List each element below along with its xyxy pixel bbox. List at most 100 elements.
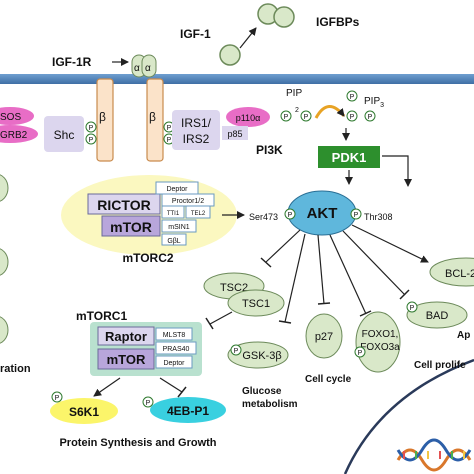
foxo-label-line1: FOXO1, (362, 329, 399, 340)
pip3-phospho-1 (346, 90, 358, 102)
irs-protein (172, 110, 220, 150)
akt-inhibits-gsk3b-bar (278, 320, 292, 324)
bad-label: BAD (426, 310, 449, 322)
beta-subunit-right (146, 78, 164, 162)
phospho-beta-2-label: P (89, 137, 94, 144)
4ebp1-phospho (142, 396, 154, 408)
phospho-beta-2 (85, 133, 97, 145)
pras40-label: PRAS40 (163, 346, 190, 353)
gsk3b-protein (227, 341, 289, 369)
tsc-inhibits-mtorc1-bar (205, 317, 214, 330)
mtorc1-mtor-protein (97, 348, 155, 370)
igfbp-circle-2 (273, 6, 295, 28)
tsc2-label: TSC2 (220, 282, 248, 294)
phospho-beta-3-label: P (167, 125, 172, 132)
bcl2-label: BCL-2 (445, 268, 474, 280)
gbl-label: GβL (167, 238, 180, 245)
mtorc1-label: mTORC1 (76, 309, 127, 323)
shc-protein (44, 116, 84, 152)
foxo-label-line2: FOXO3a (360, 342, 400, 353)
alpha-label-right: α (145, 63, 151, 74)
pip2-subscript: 2 (295, 107, 299, 114)
pras40-box (155, 341, 197, 355)
rictor-protein (87, 193, 161, 215)
igf1-binding-arrow (239, 27, 257, 49)
akt-thr308-phospho (350, 208, 362, 220)
mtorc2-mtor-label: mTOR (110, 219, 152, 235)
shc-label: Shc (54, 128, 75, 142)
raptor-protein (97, 326, 155, 346)
mlst8-label: MLST8 (163, 332, 186, 339)
p85-label: p85 (227, 129, 242, 139)
protein-synthesis-label: Protein Synthesis and Growth (59, 437, 216, 449)
dna-strand-1 (396, 448, 472, 472)
pip2-text: PIP (286, 88, 302, 99)
apoptosis-label: Ap (457, 330, 470, 341)
irs-line2: IRS2 (183, 132, 210, 146)
pip2-phospho-2-label: P (304, 114, 309, 121)
4ebp1-label: 4EB-P1 (167, 404, 209, 418)
pip2-phospho-1-label: P (284, 114, 289, 121)
phospho-beta-1 (85, 121, 97, 133)
akt-inhibits-p27-line (317, 234, 325, 305)
tel2-box (185, 205, 211, 219)
raptor-label: Raptor (105, 329, 147, 344)
akt-label: AKT (307, 205, 338, 222)
pip3-phospho-3-label: P (368, 114, 373, 121)
pdk1-label: PDK1 (332, 150, 367, 165)
akt-inhibits-bad-line (342, 230, 406, 296)
tti1-box (161, 205, 185, 219)
pip2-phospho-2 (300, 110, 312, 122)
pdk1-protein (318, 146, 380, 168)
dna-strand-2 (396, 438, 472, 462)
pdk1-to-thr308-arrow (382, 155, 412, 187)
sos-protein (0, 107, 34, 125)
mtorc1-inhibits-4ebp1-bar (177, 386, 187, 398)
msin1-label: mSIN1 (168, 224, 190, 231)
tti1-label: TTI1 (167, 211, 180, 217)
mtorc2-mtor-protein (101, 215, 161, 237)
cell-proliferation-label: Cell prolife (414, 360, 466, 371)
glucose-label-line2: metabolism (242, 399, 298, 410)
bad-phospho-label: P (410, 305, 415, 312)
mtorc1-deptor-box (155, 355, 193, 369)
cell-membrane (0, 74, 474, 84)
mtorc2-complex-bg (61, 175, 237, 255)
akt-ser473-phospho (284, 208, 296, 220)
p27-label: p27 (315, 331, 333, 343)
msin1-box (161, 219, 197, 233)
bcl2-protein (429, 257, 474, 287)
phospho-beta-4-label: P (167, 137, 172, 144)
tsc1-protein (227, 289, 285, 317)
mtorc1-mtor-label: mTOR (107, 352, 146, 367)
mlst8-box (155, 327, 193, 341)
foxo-protein (355, 311, 401, 373)
igf1-ligand (219, 44, 241, 66)
cell-cycle-label: Cell cycle (305, 374, 352, 385)
beta-subunit-left (96, 78, 114, 162)
pip3-phospho-1-label: P (350, 94, 355, 101)
s6k1-protein (50, 398, 118, 424)
bad-protein (406, 301, 468, 329)
mtorc1-to-s6k1-arrow (93, 377, 121, 397)
tel2-label: TEL2 (191, 211, 206, 217)
beta-label-right: β (149, 110, 156, 124)
sos-label: SOS (0, 112, 21, 123)
alpha-label-left: α (134, 63, 140, 74)
pip3-text: PIP (364, 96, 380, 107)
p110-label: p110α (236, 113, 261, 123)
igf1r-label: IGF-1R (52, 55, 92, 69)
foxo-phospho (354, 346, 366, 358)
migration-label: ration (0, 363, 31, 375)
rictor-label: RICTOR (97, 197, 150, 213)
pip2-label: PIP (286, 88, 302, 99)
pip3-phospho-2 (346, 110, 358, 122)
s6k1-phospho-label: P (55, 395, 60, 402)
tsc-inhibits-mtorc1-line (209, 311, 233, 325)
igfbps-label: IGFBPs (316, 15, 360, 29)
glucose-label-line1: Glucose (242, 386, 282, 397)
mtorc1-deptor-label: Deptor (163, 360, 185, 367)
phospho-beta-1-label: P (89, 125, 94, 132)
pi3k-label: PI3K (256, 143, 283, 157)
